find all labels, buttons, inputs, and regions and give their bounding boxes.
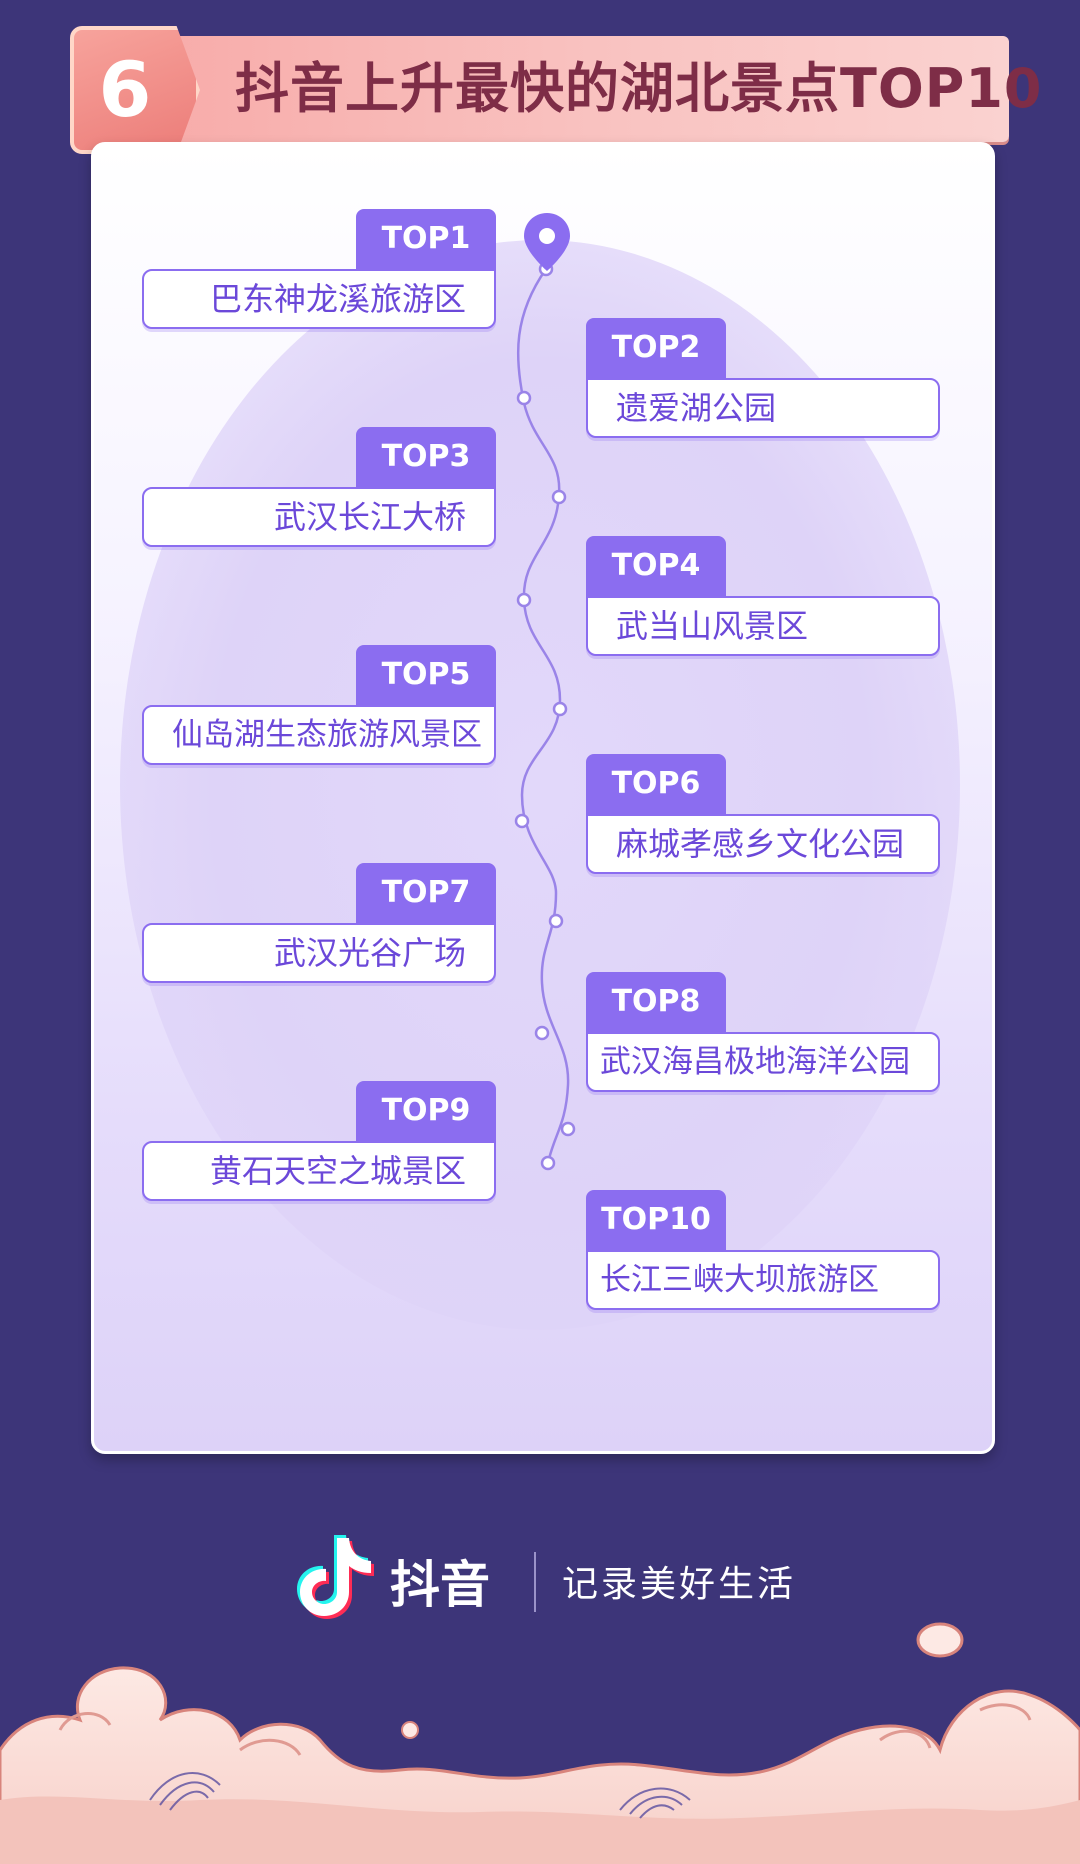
route-node xyxy=(552,701,568,717)
route-node xyxy=(516,592,532,608)
location-pin-icon xyxy=(524,213,570,271)
attraction-name: 黄石天空之城景区 xyxy=(142,1141,496,1201)
douyin-logo-icon xyxy=(297,1535,374,1619)
route-node xyxy=(516,390,532,406)
attraction-name: 巴东神龙溪旅游区 xyxy=(142,269,496,329)
rank-tag: TOP5 xyxy=(356,645,496,705)
route-node xyxy=(560,1121,576,1137)
route-node xyxy=(514,813,530,829)
attraction-name: 遗爱湖公园 xyxy=(586,378,940,438)
footer-slogan: 记录美好生活 xyxy=(562,1564,797,1605)
rank-tag: TOP7 xyxy=(356,863,496,923)
route-node xyxy=(548,913,564,929)
attraction-name: 麻城孝感乡文化公园 xyxy=(586,814,940,874)
route-node xyxy=(534,1025,550,1041)
rank-tag: TOP9 xyxy=(356,1081,496,1141)
attraction-name: 仙岛湖生态旅游风景区 xyxy=(142,705,496,765)
route-node xyxy=(540,1155,556,1171)
rank-tag: TOP6 xyxy=(586,754,726,814)
badge-number: 6 xyxy=(98,45,152,134)
attraction-name: 武汉海昌极地海洋公园 xyxy=(586,1032,940,1092)
rank-tag: TOP10 xyxy=(586,1190,726,1250)
attraction-name: 武汉光谷广场 xyxy=(142,923,496,983)
footer-divider xyxy=(534,1552,536,1612)
route-path xyxy=(514,213,576,1171)
attraction-name: 武当山风景区 xyxy=(586,596,940,656)
rank-tag: TOP3 xyxy=(356,427,496,487)
rank-tag: TOP8 xyxy=(586,972,726,1032)
attraction-name: 长江三峡大坝旅游区 xyxy=(586,1250,940,1310)
rank-tag: TOP1 xyxy=(356,209,496,269)
title-banner: 抖音上升最快的湖北景点TOP10 xyxy=(85,36,1041,142)
number-badge xyxy=(70,26,200,154)
footer-brand: 抖音 xyxy=(390,1556,490,1614)
decorative-waves xyxy=(0,1622,1080,1864)
ranking-card: TOP1 巴东神龙溪旅游区 TOP2 遗爱湖公园 TOP3 武汉长江大桥 TOP… xyxy=(91,142,995,1454)
attraction-name: 武汉长江大桥 xyxy=(142,487,496,547)
rank-tag: TOP4 xyxy=(586,536,726,596)
rank-tag: TOP2 xyxy=(586,318,726,378)
route-node xyxy=(551,489,567,505)
page-title: 抖音上升最快的湖北景点TOP10 xyxy=(235,57,1043,120)
